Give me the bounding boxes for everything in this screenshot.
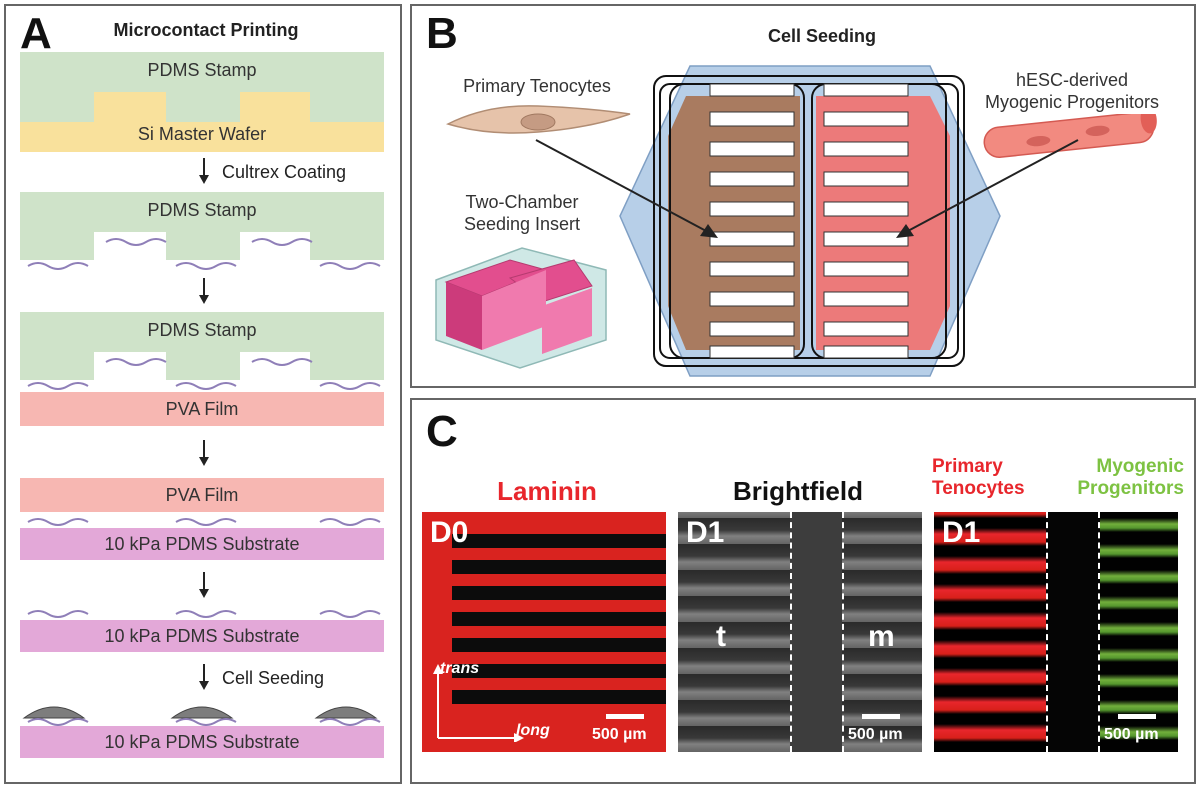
cultrex-protein-squiggles <box>27 518 381 526</box>
arrow-down-icon <box>199 158 209 184</box>
stamp-tooth-2c <box>310 232 384 260</box>
pva-film-2: PVA Film <box>20 478 384 512</box>
arrow-icon <box>535 139 718 238</box>
primary-tenocytes-label: Primary Tenocytes <box>463 76 611 96</box>
chamber-divider-left <box>790 512 792 752</box>
pdms-substrate-2: 10 kPa PDMS Substrate <box>20 620 384 652</box>
pdms-substrate-1-label: 10 kPa PDMS Substrate <box>104 533 300 554</box>
wafer-ridge-2 <box>240 92 310 122</box>
scale-bar <box>606 714 644 719</box>
cultrex-protein-squiggles <box>27 358 381 390</box>
laminin-micrograph: D0 trans long 500 µm <box>422 512 666 752</box>
panel-b-title: Cell Seeding <box>767 26 877 46</box>
day-label-d1: D1 <box>686 516 725 549</box>
fluorescence-micrograph: D1 500 µm <box>934 512 1178 752</box>
scale-label-2: 500 µm <box>848 726 903 743</box>
si-master-wafer-label: Si Master Wafer <box>137 124 267 144</box>
panel-b-label: B <box>426 9 458 58</box>
pdms-substrate-2-label: 10 kPa PDMS Substrate <box>104 625 300 646</box>
axis-arrows-icon <box>433 664 524 742</box>
arrow-down-icon <box>199 278 209 304</box>
axis-trans-label: trans <box>440 660 480 677</box>
chamber-divider-left <box>1046 512 1048 752</box>
stamp-tooth-3c <box>310 352 384 380</box>
panel-c: C Laminin Brightfield Primary Tenocytes … <box>410 398 1196 784</box>
chamber-divider-right <box>1098 512 1100 752</box>
arrow-down-icon <box>199 440 209 466</box>
chamber-divider-right <box>842 512 844 752</box>
pdms-substrate-3: 10 kPa PDMS Substrate <box>20 726 384 758</box>
pva-film-1: PVA Film <box>20 392 384 426</box>
si-master-wafer: Si Master Wafer <box>20 122 384 152</box>
stamp-tooth-3a <box>20 352 94 380</box>
laminin-stripes <box>422 512 666 752</box>
tenocyte-cell-icon <box>445 105 631 134</box>
step-cultrex-coating: Cultrex Coating <box>222 162 347 182</box>
arrow-down-icon <box>199 664 209 690</box>
scale-label-3: 500 µm <box>1104 726 1159 743</box>
pdms-stamp-1-label: PDMS Stamp <box>147 60 257 80</box>
seeding-insert-label: Two-Chamber Seeding Insert <box>463 192 581 234</box>
brightfield-micrograph: D1 t m 500 µm <box>678 512 922 752</box>
panel-a-label: A <box>20 9 52 58</box>
panel-b: B Cell Seeding Primary Tenocytes Two-Cha… <box>410 4 1196 388</box>
wafer-ridge-1 <box>94 92 166 122</box>
arrow-icon <box>896 139 1079 238</box>
tenocyte-region-label: t <box>716 620 726 653</box>
stamp-tooth-2a <box>20 232 94 260</box>
scale-label-1: 500 µm <box>592 726 647 743</box>
cultrex-protein-squiggles <box>27 238 381 270</box>
cultrex-protein-squiggles <box>27 610 381 618</box>
day-label-d1b: D1 <box>942 516 981 549</box>
scale-bar <box>862 714 900 719</box>
myotube-icon <box>983 114 1157 158</box>
seeded-cells <box>22 706 381 726</box>
stamp-tooth-1 <box>20 92 94 122</box>
panel-a-title: Microcontact Printing <box>113 20 299 40</box>
stamp-tooth-3b <box>166 352 240 380</box>
axis-long-label: long <box>516 722 550 739</box>
tenocyte-red-stripes <box>934 512 1046 752</box>
seeding-insert-icon <box>435 247 607 369</box>
pdms-stamp-2: PDMS Stamp <box>20 192 384 232</box>
pdms-stamp-1: PDMS Stamp <box>20 52 384 92</box>
stamp-tooth-2b <box>166 232 240 260</box>
brightfield-title: Brightfield <box>733 476 863 506</box>
pva-film-1-label: PVA Film <box>165 398 239 419</box>
tenocytes-title: Primary Tenocytes <box>932 456 1025 499</box>
laminin-title: Laminin <box>497 476 597 506</box>
progenitor-green-stripes <box>1100 512 1178 752</box>
day-label-d0: D0 <box>430 516 469 549</box>
pdms-stamp-3-label: PDMS Stamp <box>147 320 257 340</box>
pdms-substrate-1: 10 kPa PDMS Substrate <box>20 528 384 560</box>
panel-a: A Microcontact Printing PDMS Stamp Si Ma… <box>4 4 402 784</box>
arrow-down-icon <box>199 572 209 598</box>
myogenic-progenitors-label: hESC-derived Myogenic Progenitors <box>984 70 1160 112</box>
pdms-stamp-2-label: PDMS Stamp <box>147 200 257 220</box>
pdms-stamp-3: PDMS Stamp <box>20 312 384 352</box>
progenitors-title: Myogenic Progenitors <box>1077 456 1184 499</box>
step-cell-seeding: Cell Seeding <box>222 668 325 688</box>
panel-c-label: C <box>426 407 458 456</box>
two-chamber-chip-diagram <box>619 65 1001 377</box>
pdms-substrate-3-label: 10 kPa PDMS Substrate <box>104 731 300 752</box>
scale-bar <box>1118 714 1156 719</box>
pva-film-2-label: PVA Film <box>165 484 239 505</box>
brightfield-center-gap <box>790 512 842 752</box>
stamp-tooth-3 <box>310 92 384 122</box>
stamp-tooth-2 <box>166 92 240 122</box>
myogenic-region-label: m <box>868 620 895 653</box>
